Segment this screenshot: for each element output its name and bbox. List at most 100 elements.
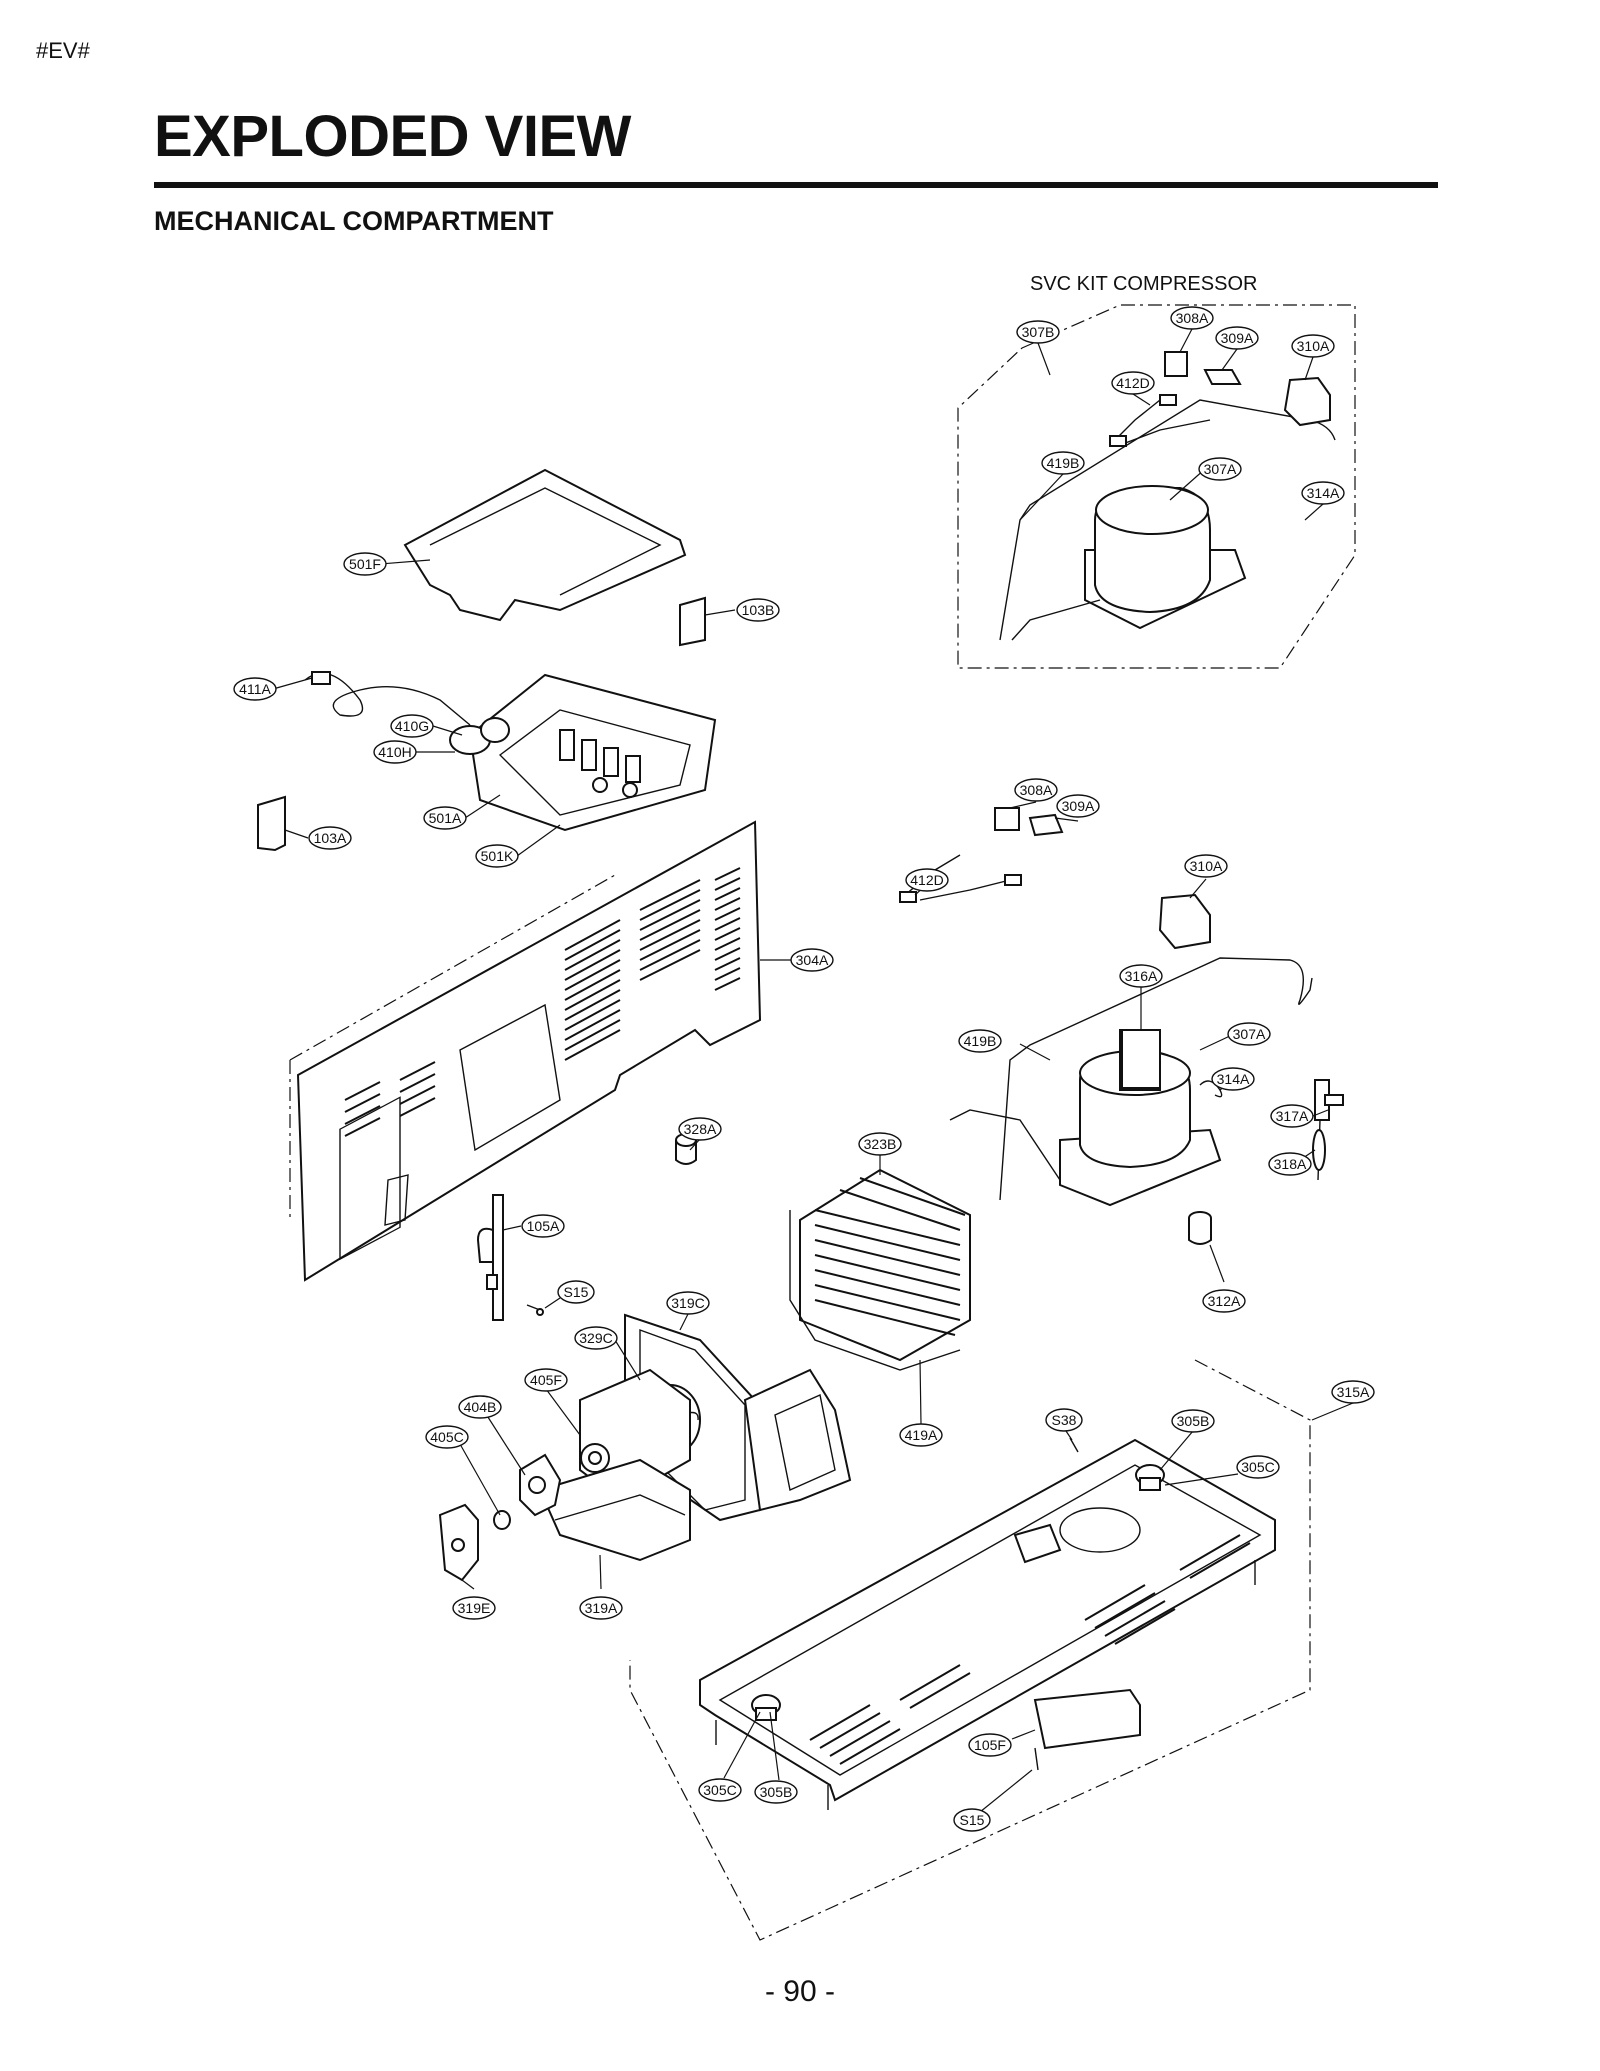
svg-text:S15: S15	[564, 1284, 589, 1300]
callout-411A: 411A	[233, 677, 277, 701]
svg-text:S15: S15	[960, 1812, 985, 1828]
callout-305C-left: 305C	[698, 1778, 742, 1802]
callout-304A: 304A	[790, 948, 834, 972]
svg-text:314A: 314A	[1307, 485, 1340, 501]
capacitor-410G	[449, 717, 510, 755]
callout-305B-right: 305B	[1171, 1409, 1215, 1433]
svg-text:404B: 404B	[464, 1399, 497, 1415]
callout-103A: 103A	[308, 826, 352, 850]
callout-105F: 105F	[968, 1733, 1012, 1757]
svg-text:319C: 319C	[671, 1295, 704, 1311]
callout-410G: 410G	[390, 714, 434, 738]
svg-text:307A: 307A	[1233, 1026, 1266, 1042]
spacer-305C-right	[1139, 1477, 1161, 1491]
callout-501F: 501F	[343, 552, 387, 576]
cover-309A	[1028, 813, 1064, 837]
callout-S15-top: S15	[557, 1280, 595, 1304]
svg-text:318A: 318A	[1274, 1156, 1307, 1172]
callout-319E: 319E	[452, 1596, 496, 1620]
svg-text:405C: 405C	[430, 1429, 463, 1445]
control-box-cover-501F	[403, 468, 687, 622]
callout-314A: 314A	[1211, 1067, 1255, 1091]
screw-S38	[1069, 1437, 1079, 1453]
fan-motor-405F	[579, 1368, 691, 1502]
callout-307A: 307A	[1227, 1022, 1271, 1046]
callout-319A: 319A	[579, 1596, 623, 1620]
svg-text:307B: 307B	[1022, 324, 1055, 340]
svg-text:310A: 310A	[1297, 338, 1330, 354]
callout-405C: 405C	[425, 1425, 469, 1449]
callout-310A: 310A	[1184, 854, 1228, 878]
svg-text:310A: 310A	[1190, 858, 1223, 874]
callout-323B: 323B	[858, 1132, 902, 1156]
callout-309A-kit: 309A	[1215, 326, 1259, 350]
corner-tag: #EV#	[36, 38, 90, 63]
svg-text:308A: 308A	[1176, 310, 1209, 326]
callout-404B: 404B	[458, 1395, 502, 1419]
callout-316A: 316A	[1119, 964, 1163, 988]
svg-text:412D: 412D	[1116, 375, 1149, 391]
callout-S38: S38	[1045, 1408, 1083, 1432]
svg-text:314A: 314A	[1217, 1071, 1250, 1087]
svg-text:305B: 305B	[760, 1784, 793, 1800]
cover-319E	[438, 1503, 479, 1582]
svg-text:412D: 412D	[910, 872, 943, 888]
drain-pan-area	[743, 1368, 852, 1512]
callout-308A: 308A	[1014, 778, 1058, 802]
svg-text:410G: 410G	[395, 718, 429, 734]
callout-310A-kit: 310A	[1291, 334, 1335, 358]
svg-text:315A: 315A	[1337, 1384, 1370, 1400]
leader-lines	[272, 328, 1354, 1813]
svg-text:328A: 328A	[684, 1121, 717, 1137]
svg-text:309A: 309A	[1221, 330, 1254, 346]
callout-410H: 410H	[373, 740, 417, 764]
page-title: EXPLODED VIEW	[154, 104, 631, 169]
protector-316A	[1121, 1029, 1161, 1089]
svg-text:305C: 305C	[703, 1782, 736, 1798]
clip-310A	[1158, 893, 1211, 950]
kit-harness-412D	[1109, 394, 1211, 447]
kit-compressor-307A	[999, 399, 1336, 641]
callout-305B-left: 305B	[754, 1780, 798, 1804]
svg-text:319A: 319A	[585, 1600, 618, 1616]
dryer-318A	[1312, 1119, 1326, 1181]
base-louvers	[809, 1534, 1251, 1765]
drain-tube-105A	[476, 1194, 504, 1321]
kit-clip-310A	[1283, 376, 1331, 427]
callout-315A: 315A	[1331, 1380, 1375, 1404]
svg-text:309A: 309A	[1062, 798, 1095, 814]
callout-317A: 317A	[1270, 1104, 1314, 1128]
callout-419B: 419B	[958, 1029, 1002, 1053]
screw-S15-bottom	[1034, 1747, 1039, 1771]
callout-309A: 309A	[1056, 794, 1100, 818]
sensor-317A	[1314, 1079, 1344, 1121]
rear-panel-louvers	[344, 867, 741, 1137]
callout-501K: 501K	[475, 844, 519, 868]
callout-307B-kit: 307B	[1016, 320, 1060, 344]
svg-text:105A: 105A	[527, 1218, 560, 1234]
callout-319C: 319C	[666, 1291, 710, 1315]
svg-text:329C: 329C	[579, 1330, 612, 1346]
base-plate-315A	[699, 1438, 1276, 1802]
svg-text:419B: 419B	[964, 1033, 997, 1049]
power-cord-411A	[304, 671, 471, 726]
callout-419A: 419A	[899, 1423, 943, 1447]
callout-S15-bottom: S15	[953, 1808, 991, 1832]
svg-text:307A: 307A	[1204, 461, 1237, 477]
callout-318A: 318A	[1268, 1152, 1312, 1176]
callout-307A-kit: 307A	[1198, 457, 1242, 481]
svg-text:316A: 316A	[1125, 968, 1158, 984]
svg-text:501A: 501A	[429, 810, 462, 826]
title-rule	[154, 182, 1438, 188]
svg-text:312A: 312A	[1208, 1293, 1241, 1309]
callout-305C-right: 305C	[1236, 1455, 1280, 1479]
callout-105A: 105A	[521, 1214, 565, 1238]
svg-text:405F: 405F	[530, 1372, 562, 1388]
callout-312A: 312A	[1202, 1289, 1246, 1313]
control-pcb-501A	[468, 673, 717, 832]
grommet-312A	[1188, 1211, 1212, 1245]
bracket-103A	[257, 795, 286, 852]
section-title: MECHANICAL COMPARTMENT	[154, 206, 554, 236]
svg-text:411A: 411A	[239, 681, 271, 697]
base-screws	[715, 1560, 1256, 1810]
